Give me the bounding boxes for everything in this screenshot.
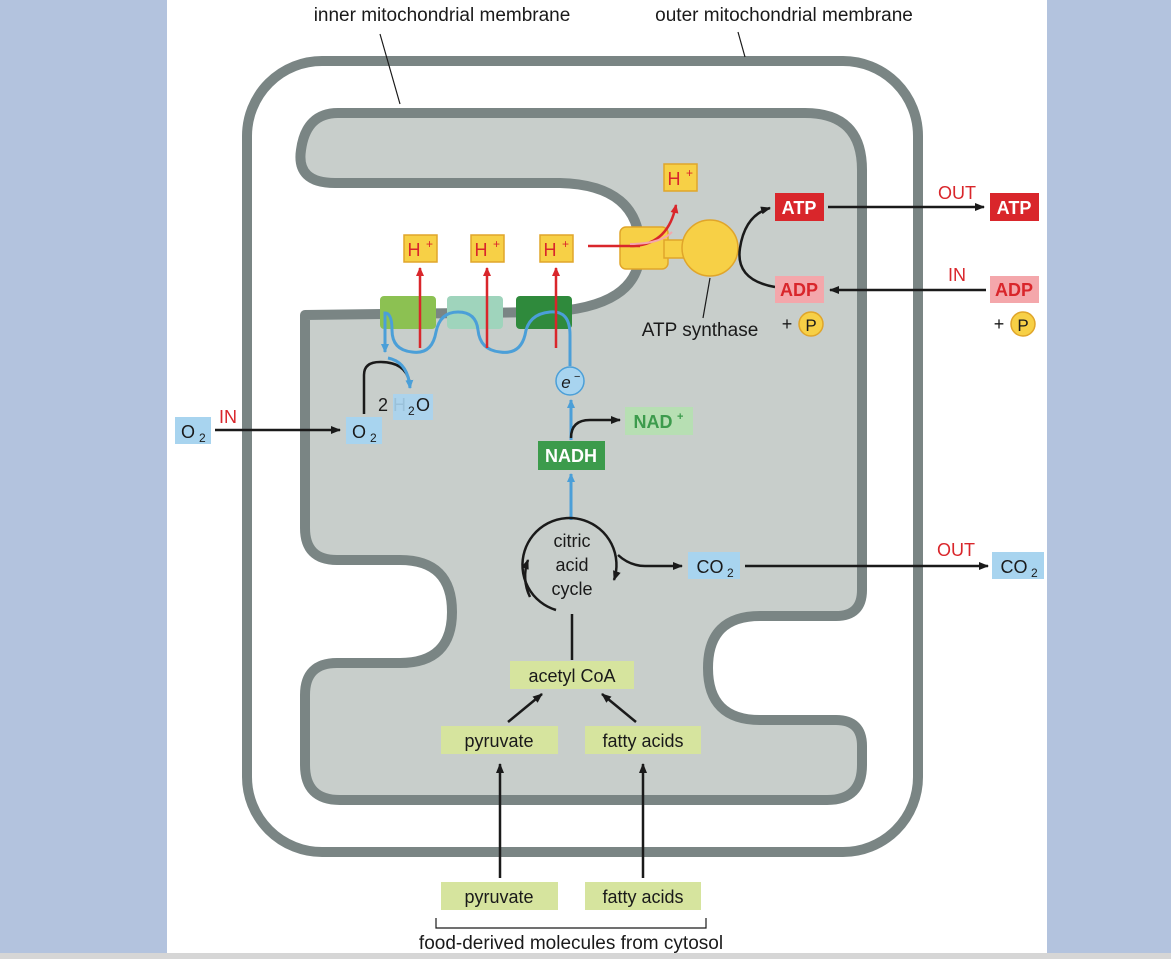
svg-text:2: 2 <box>408 404 415 418</box>
nadh-box: NADH <box>538 441 605 470</box>
atp-outside: ATP <box>990 193 1039 221</box>
svg-text:2: 2 <box>1031 566 1038 580</box>
svg-text:ADP: ADP <box>780 280 818 300</box>
svg-text:e: e <box>561 373 570 392</box>
svg-text:ATP: ATP <box>782 198 817 218</box>
outer-membrane-label: outer mitochondrial membrane <box>655 5 913 26</box>
atp-inside: ATP <box>775 193 824 221</box>
svg-text:O: O <box>352 422 366 442</box>
svg-text:CO: CO <box>1001 557 1028 577</box>
pyruvate-inside: pyruvate <box>441 726 558 754</box>
adp-to-atp-arrow <box>738 206 776 289</box>
cycle-to-co2-arrow <box>617 554 683 570</box>
svg-text:citric: citric <box>554 531 591 551</box>
electron-path <box>381 310 572 366</box>
plus-outside: + <box>994 314 1005 334</box>
svg-text:ATP: ATP <box>997 198 1032 218</box>
svg-text:cycle: cycle <box>551 579 592 599</box>
atp-synthase-leader <box>702 277 711 319</box>
svg-text:2: 2 <box>370 431 377 445</box>
proton-synthase-pink <box>629 231 673 245</box>
svg-text:acid: acid <box>555 555 588 575</box>
svg-text:acetyl CoA: acetyl CoA <box>528 666 615 686</box>
svg-text:+: + <box>426 237 433 251</box>
outer-membrane-leader <box>737 31 746 58</box>
svg-text:pyruvate: pyruvate <box>464 887 533 907</box>
svg-text:+: + <box>677 411 683 423</box>
svg-text:2: 2 <box>727 566 734 580</box>
svg-text:−: − <box>574 371 580 383</box>
pyruvate-outside: pyruvate <box>441 882 558 910</box>
atp-synthase <box>619 219 739 277</box>
svg-text:H: H <box>408 240 421 260</box>
o2-outside: O 2 <box>175 417 211 445</box>
plus-inside: + <box>782 314 793 334</box>
proton-synthase-arrow <box>629 204 679 248</box>
co2-outside: CO 2 <box>992 552 1044 580</box>
complex-2 <box>447 296 503 329</box>
proton-box-1: H + <box>403 234 438 263</box>
food-derived-label: food-derived molecules from cytosol <box>419 933 723 954</box>
phosphate-outside: P <box>1010 311 1036 337</box>
atp-synthase-label: ATP synthase <box>642 320 759 341</box>
fatty-acids-outside: fatty acids <box>585 882 701 910</box>
svg-text:P: P <box>1017 316 1028 335</box>
svg-text:H: H <box>475 240 488 260</box>
water-box: 2 H 2 H 2 O <box>378 394 433 420</box>
phosphate-inside: P <box>798 311 824 337</box>
electron-circle: e − <box>555 366 585 396</box>
proton-box-2: H + <box>470 234 505 263</box>
co2-out-label: OUT <box>937 540 975 560</box>
citric-acid-cycle: citric acid cycle <box>521 516 621 612</box>
svg-text:P: P <box>805 316 816 335</box>
bottom-bar <box>0 953 1171 959</box>
svg-text:O: O <box>181 422 195 442</box>
svg-text:+: + <box>562 237 569 251</box>
adp-inside: ADP <box>775 276 824 303</box>
svg-text:+: + <box>686 166 693 180</box>
inner-membrane-label: inner mitochondrial membrane <box>314 5 571 26</box>
electron-to-water-arrow <box>387 356 414 389</box>
inner-membrane-leader <box>379 33 401 105</box>
nadh-to-nad-arrow <box>569 416 621 439</box>
atp-out-label: OUT <box>938 183 976 203</box>
svg-text:H: H <box>544 240 557 260</box>
svg-text:CO: CO <box>697 557 724 577</box>
svg-text:O: O <box>416 395 430 415</box>
proton-box-synthase: H + <box>663 163 698 192</box>
adp-outside: ADP <box>990 276 1039 303</box>
acetyl-coa-box: acetyl CoA <box>510 661 634 689</box>
svg-text:H: H <box>668 169 681 189</box>
svg-text:fatty acids: fatty acids <box>602 887 683 907</box>
fatty-to-acetyl-arrow <box>601 693 637 723</box>
o2-inside: O 2 <box>346 417 382 445</box>
proton-box-3: H + <box>539 234 574 263</box>
svg-text:NADH: NADH <box>545 446 597 466</box>
o2-in-label: IN <box>219 407 237 427</box>
svg-text:fatty acids: fatty acids <box>602 731 683 751</box>
fatty-acids-inside: fatty acids <box>585 726 701 754</box>
adp-in-label: IN <box>948 265 966 285</box>
co2-inside: CO 2 <box>688 552 740 580</box>
complex-1 <box>380 296 436 329</box>
svg-text:ADP: ADP <box>995 280 1033 300</box>
svg-text:NAD: NAD <box>634 412 673 432</box>
pyruvate-to-acetyl-arrow <box>507 693 543 723</box>
food-bracket <box>435 918 707 929</box>
svg-text:pyruvate: pyruvate <box>464 731 533 751</box>
nad-plus-box: NAD + <box>625 407 693 435</box>
svg-text:+: + <box>493 237 500 251</box>
svg-text:2: 2 <box>199 431 206 445</box>
